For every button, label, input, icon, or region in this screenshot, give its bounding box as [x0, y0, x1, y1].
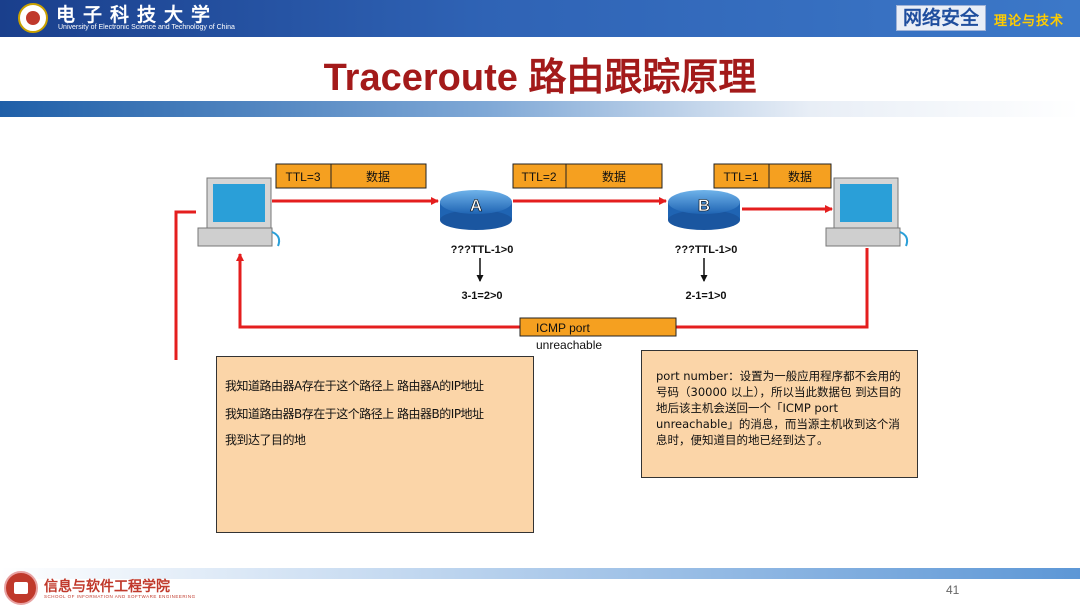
router-a-check: ???TTL-1>0: [451, 244, 514, 256]
packet-2: TTL=2 数据: [512, 163, 663, 189]
footer-bar: [0, 568, 1080, 579]
router-b-result: 2-1=1>0: [686, 290, 727, 302]
brand-title: 网络安全: [896, 5, 986, 31]
router-a-result: 3-1=2>0: [462, 290, 503, 302]
university-name-cn: 电子科技大学: [56, 4, 219, 26]
icmp-label-line1: ICMP port: [536, 321, 590, 335]
icmp-return-path: [236, 248, 869, 329]
header-bar: 电子科技大学 University of Electronic Science …: [0, 0, 1080, 37]
source-computer-icon: [197, 177, 281, 247]
knowledge-line-1: 我知道路由器A存在于这个路径上 路由器A的IP地址: [225, 379, 484, 393]
slide-title: Traceroute 路由跟踪原理: [323, 57, 757, 99]
port-number-explanation-text: port number：设置为一般应用程序都不会用的号码（30000 以上），所…: [656, 369, 902, 447]
icmp-label-box: [519, 317, 677, 337]
page-number: 41: [946, 583, 960, 597]
destination-computer-icon: [825, 177, 909, 247]
packet-2-ttl: TTL=2: [521, 170, 556, 184]
packet-2-data: 数据: [602, 169, 626, 184]
packet-3: TTL=1 数据: [713, 163, 832, 189]
router-a-icon: A: [440, 190, 512, 230]
school-name-cn: 信息与软件工程学院: [44, 579, 170, 595]
packet-1-ttl: TTL=3: [285, 170, 320, 184]
university-logo-icon: [18, 3, 48, 33]
title-underline-bar: [0, 101, 1080, 117]
left-bracket-arrow: [174, 210, 196, 360]
knowledge-line-2: 我知道路由器B存在于这个路径上 路由器B的IP地址: [225, 407, 484, 421]
router-a-label: A: [470, 196, 482, 215]
packet-1-data: 数据: [366, 169, 390, 184]
router-b-label: B: [698, 196, 710, 215]
port-number-explanation-box: port number：设置为一般应用程序都不会用的号码（30000 以上），所…: [641, 350, 918, 478]
traceroute-diagram: A B TTL=3 数据 TTL=2 数据 TTL=1 数据 ???TTL-1>…: [174, 163, 909, 360]
packet-3-data: 数据: [788, 169, 812, 184]
router-b-icon: B: [668, 190, 740, 230]
packet-3-ttl: TTL=1: [723, 170, 758, 184]
brand-subtitle: 理论与技术: [994, 14, 1065, 29]
school-name-en: SCHOOL OF INFORMATION AND SOFTWARE ENGIN…: [44, 594, 196, 599]
knowledge-line-3: 我到达了目的地: [225, 433, 306, 447]
school-logo-icon: [4, 571, 38, 605]
router-b-check: ???TTL-1>0: [675, 244, 738, 256]
icmp-label-line2: unreachable: [536, 338, 602, 352]
knowledge-box: 我知道路由器A存在于这个路径上 路由器A的IP地址 我知道路由器B存在于这个路径…: [216, 356, 534, 533]
packet-1: TTL=3 数据: [275, 163, 427, 189]
university-name-en: University of Electronic Science and Tec…: [58, 24, 235, 31]
